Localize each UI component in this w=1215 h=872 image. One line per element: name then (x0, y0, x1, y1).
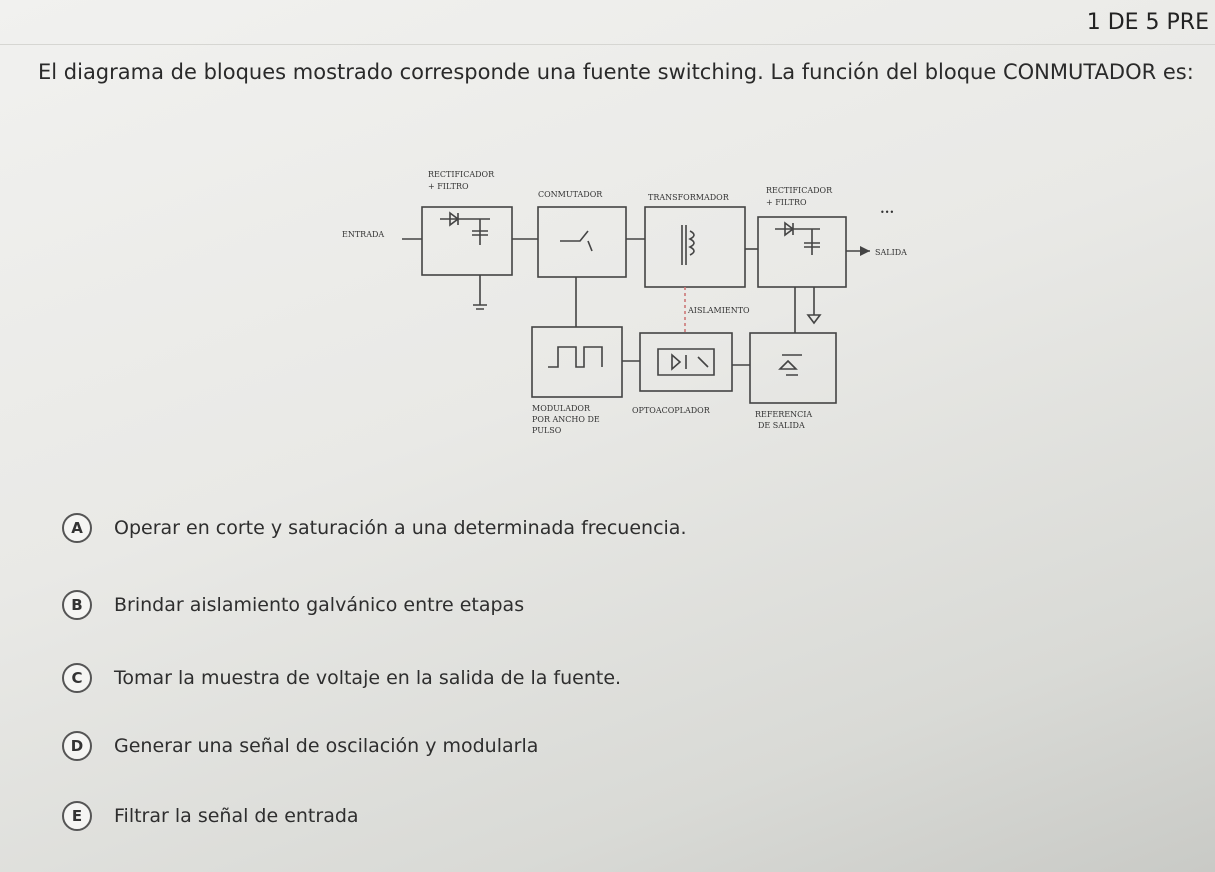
block-referencia (749, 332, 837, 404)
label-modulador-2: POR ANCHO DE (532, 415, 600, 424)
label-rectificador-filtro-2b: + FILTRO (766, 198, 807, 207)
block-modulador (531, 326, 623, 398)
switch-symbol (560, 230, 593, 252)
ground-symbol (473, 304, 487, 310)
arrow-salida (860, 246, 870, 256)
label-aislamiento: AISLAMIENTO (687, 306, 750, 315)
option-letter: D (62, 731, 92, 761)
option-text: Operar en corte y saturación a una deter… (114, 517, 687, 539)
option-text: Filtrar la señal de entrada (114, 805, 359, 827)
transformer-symbol (681, 225, 695, 265)
label-entrada: ENTRADA (342, 230, 384, 239)
label-rectificador-filtro-2: RECTIFICADOR (766, 186, 833, 195)
option-letter: E (62, 801, 92, 831)
label-conmutador: CONMUTADOR (538, 190, 603, 199)
label-salida: SALIDA (875, 248, 907, 257)
block-transformador (644, 206, 746, 288)
label-transformador: TRANSFORMADOR (648, 193, 730, 202)
header-divider (0, 44, 1215, 45)
block-rectificador-filtro-2 (757, 216, 847, 288)
label-optoacoplador: OPTOACOPLADOR (632, 406, 711, 415)
block-optoacoplador (639, 332, 733, 392)
option-text: Tomar la muestra de voltaje en la salida… (114, 667, 622, 689)
label-rectificador-filtro-1: RECTIFICADOR (428, 170, 495, 179)
block-rectificador-filtro-1 (421, 206, 513, 276)
option-d[interactable]: D Generar una señal de oscilación y modu… (62, 731, 538, 761)
option-letter: C (62, 663, 92, 693)
pulse-symbol (548, 346, 603, 368)
zener-symbol (778, 354, 802, 376)
option-text: Generar una señal de oscilación y modula… (114, 735, 539, 757)
option-text: Brindar aislamiento galvánico entre etap… (114, 594, 525, 616)
option-c[interactable]: C Tomar la muestra de voltaje en la sali… (62, 663, 621, 693)
label-rectificador-filtro-1b: + FILTRO (428, 182, 469, 191)
option-letter: B (62, 590, 92, 620)
label-referencia-1: REFERENCIA (755, 410, 812, 419)
block-diagram: RECTIFICADOR + FILTRO CONMUTADOR TRANSFO… (342, 170, 907, 435)
question-text: El diagrama de bloques mostrado correspo… (38, 60, 1194, 84)
optocoupler-symbol (657, 348, 715, 376)
option-b[interactable]: B Brindar aislamiento galvánico entre et… (62, 590, 524, 620)
option-e[interactable]: E Filtrar la señal de entrada (62, 801, 359, 831)
label-dots: ••• (880, 208, 894, 217)
page-counter: 1 DE 5 PRE (1086, 10, 1209, 35)
option-letter: A (62, 513, 92, 543)
label-modulador-3: PULSO (532, 426, 562, 435)
label-referencia-2: DE SALIDA (758, 421, 805, 430)
option-a[interactable]: A Operar en corte y saturación a una det… (62, 513, 686, 543)
output-arrow (806, 314, 822, 325)
label-modulador-1: MODULADOR (532, 404, 591, 413)
diode-symbol-2 (775, 221, 820, 255)
diode-symbol-1 (440, 211, 490, 245)
block-conmutador (537, 206, 627, 278)
